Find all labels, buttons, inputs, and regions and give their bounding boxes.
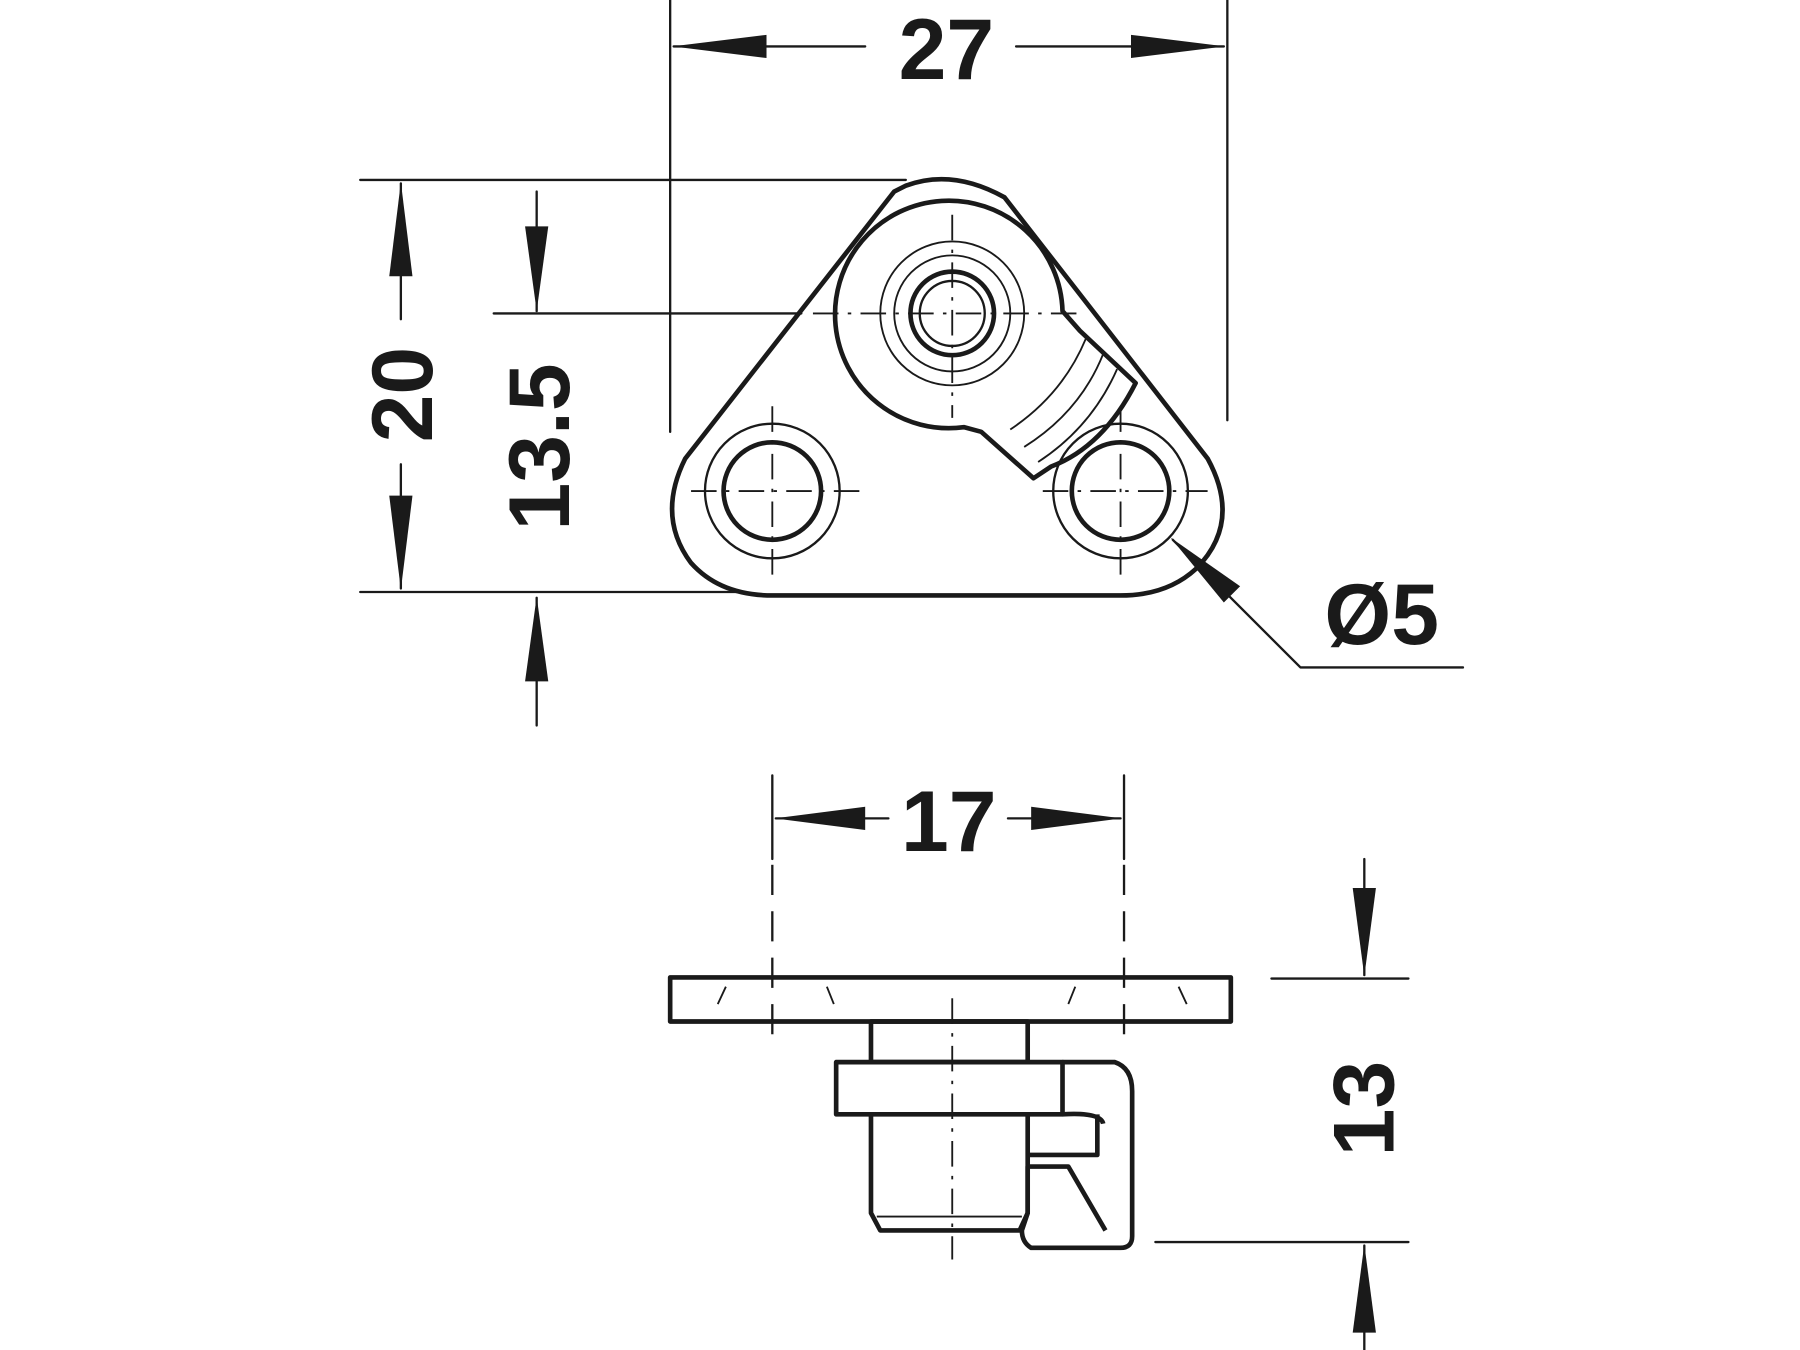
dimension-20: 20 [355, 178, 907, 594]
side-collar [833, 1059, 1065, 1117]
plate-countersink-marks [716, 986, 1188, 1005]
dimension-label-diameter: Ø5 [1324, 567, 1439, 663]
side-lower-body [868, 1114, 1031, 1233]
side-stem [868, 1019, 1031, 1065]
side-view [667, 864, 1234, 1260]
cam-housing [832, 198, 1138, 481]
dimension-label-width: 27 [899, 2, 995, 98]
dimension-13: 13 [1154, 857, 1412, 1350]
dimension-27: 27 [669, 0, 1229, 433]
plate-outline [669, 176, 1225, 598]
dimension-label-spacing: 17 [901, 774, 997, 870]
dimension-label-total-height: 13 [1316, 1061, 1412, 1157]
dimension-13-5: 13.5 [492, 190, 803, 727]
dimension-diameter-5: Ø5 [1170, 537, 1465, 669]
dimension-label-height: 20 [355, 347, 451, 443]
cam-ribs [1009, 338, 1118, 463]
dimension-label-offset: 13.5 [492, 363, 588, 530]
side-plate [667, 975, 1234, 1024]
dimension-17: 17 [771, 774, 1126, 870]
side-hook [1019, 1059, 1135, 1251]
top-view [669, 176, 1225, 598]
